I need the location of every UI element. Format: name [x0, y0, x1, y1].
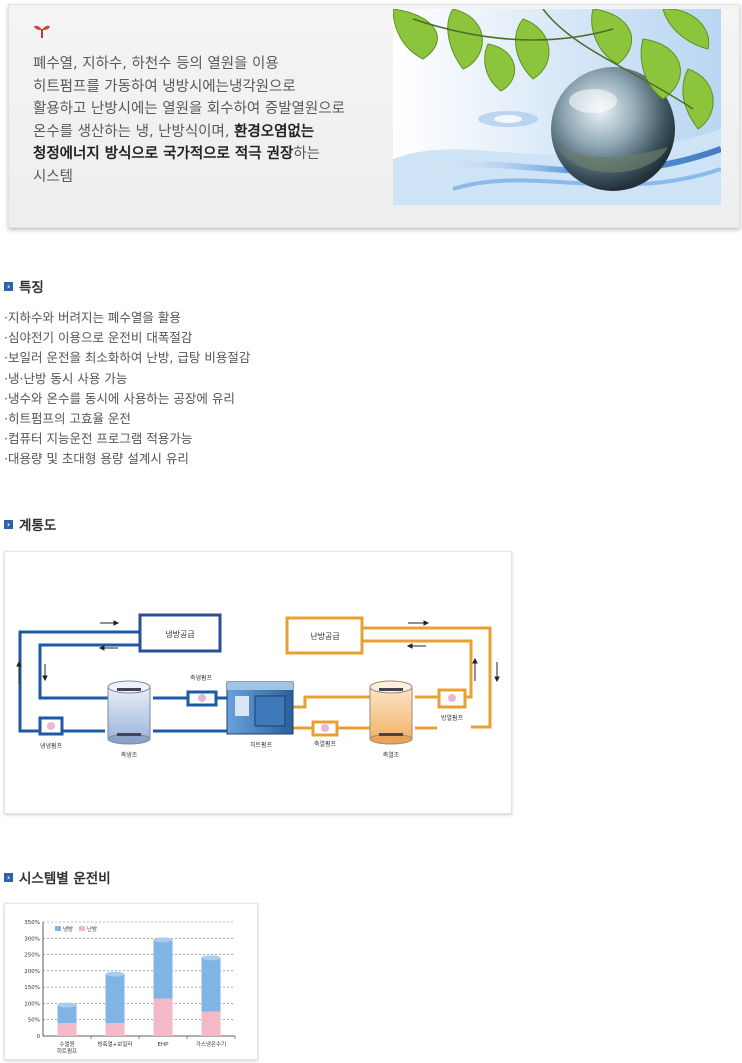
list-item: ·컴퓨터 지능운전 프로그램 적용가능 — [4, 431, 193, 447]
y-tick-label: 300% — [24, 936, 40, 942]
bar-segment — [201, 957, 221, 1012]
bar-segment — [57, 1005, 77, 1023]
x-tick-label: 히트펌프 — [57, 1047, 77, 1055]
y-tick-label: 250% — [24, 953, 40, 959]
legend-swatch — [79, 926, 85, 931]
y-tick-label: 200% — [24, 969, 40, 975]
list-item: ·대용량 및 초대형 용량 설계시 유리 — [4, 451, 189, 467]
features-list: ·지하수와 버려지는 폐수열을 활용 ·심야전기 이용으로 운전비 대폭절감 ·… — [4, 308, 250, 470]
list-item: ·냉·난방 동시 사용 가능 — [4, 370, 128, 386]
list-item: ·보일러 운전을 최소화하여 난방, 급탕 비용절감 — [4, 350, 251, 366]
bar-cap — [153, 937, 173, 943]
cool-storage-pump-icon — [186, 690, 218, 707]
nature-photo — [393, 9, 721, 205]
cool-storage-tank-icon — [107, 680, 151, 745]
hero-description: 폐수열, 지하수, 하천수 등의 열원을 이용 히트펌프를 가동하여 냉방시에는… — [33, 56, 345, 185]
legend-label: 냉방 — [63, 925, 73, 933]
heat-storage-tank-icon — [369, 680, 413, 745]
bar-cap — [201, 955, 221, 961]
heat-pump-label: 히트펌프 — [250, 741, 273, 749]
y-tick-label: 150% — [24, 985, 40, 991]
bar-segment — [105, 1022, 125, 1036]
bullet-arrow-icon: › — [4, 872, 13, 882]
x-tick-label: 빙축열+보일러 — [98, 1040, 133, 1048]
heating-supply-label: 난방공급 — [310, 631, 339, 641]
x-tick-label: 수열원 — [59, 1040, 74, 1048]
cooling-pump-label: 냉냉펌프 — [40, 742, 63, 750]
system-diagram: 냉방공급 난방공급 — [4, 551, 512, 814]
highlight-text: 청정에너지 방식으로 국가적으로 적극 권장 — [33, 146, 294, 162]
features-heading: › 특징 — [4, 276, 44, 296]
heating-pump-icon — [437, 688, 467, 709]
legend-swatch — [55, 926, 61, 931]
bullet-arrow-icon: › — [4, 281, 13, 291]
cooling-pump-icon — [38, 716, 64, 736]
heating-pump-label: 방열펌프 — [441, 714, 464, 722]
bar-segment — [57, 1022, 77, 1036]
cool-tank-label: 축냉조 — [121, 751, 138, 759]
hero-banner: 폐수열, 지하수, 하천수 등의 열원을 이용 히트펌프를 가동하여 냉방시에는… — [8, 4, 740, 228]
heat-storage-pump-label: 축열펌프 — [314, 740, 337, 748]
diagram-heading: › 계통도 — [4, 514, 56, 534]
heat-tank-label: 축열조 — [383, 751, 400, 759]
list-item: ·냉수와 온수를 동시에 사용하는 공장에 유리 — [4, 390, 235, 406]
bar-cap — [57, 1002, 77, 1008]
y-tick-label: 350% — [24, 920, 40, 926]
y-tick-label: 50% — [28, 1018, 40, 1024]
list-item: ·지하수와 버려지는 폐수열을 활용 — [4, 310, 181, 325]
heating-supply-box — [285, 616, 364, 655]
cooling-supply-box — [138, 613, 222, 653]
heat-storage-pump-icon — [311, 720, 339, 737]
bar-segment — [201, 1011, 221, 1036]
heat-pump-unit-icon — [226, 681, 294, 735]
x-tick-label: EHP — [158, 1042, 170, 1048]
legend-label: 난방 — [87, 925, 97, 933]
bar-cap — [105, 971, 125, 977]
y-tick-label: 0 — [37, 1034, 41, 1040]
bullet-arrow-icon: › — [4, 519, 13, 529]
x-tick-label: 가스냉온수기 — [196, 1040, 226, 1048]
cost-heading: › 시스템별 운전비 — [4, 867, 111, 887]
bar-segment — [153, 998, 173, 1036]
cooling-supply-label: 냉방공급 — [165, 629, 194, 639]
bar-segment — [153, 939, 173, 999]
list-item: ·히트펌프의 고효율 운전 — [4, 411, 131, 427]
highlight-text: 환경오염없는 — [234, 123, 315, 140]
cool-storage-pump-label: 축냉펌프 — [190, 674, 213, 682]
list-item: ·심야전기 이용으로 운전비 대폭절감 — [4, 330, 193, 346]
y-tick-label: 100% — [24, 1001, 40, 1007]
sprout-icon — [34, 25, 50, 38]
bar-segment — [105, 974, 125, 1023]
